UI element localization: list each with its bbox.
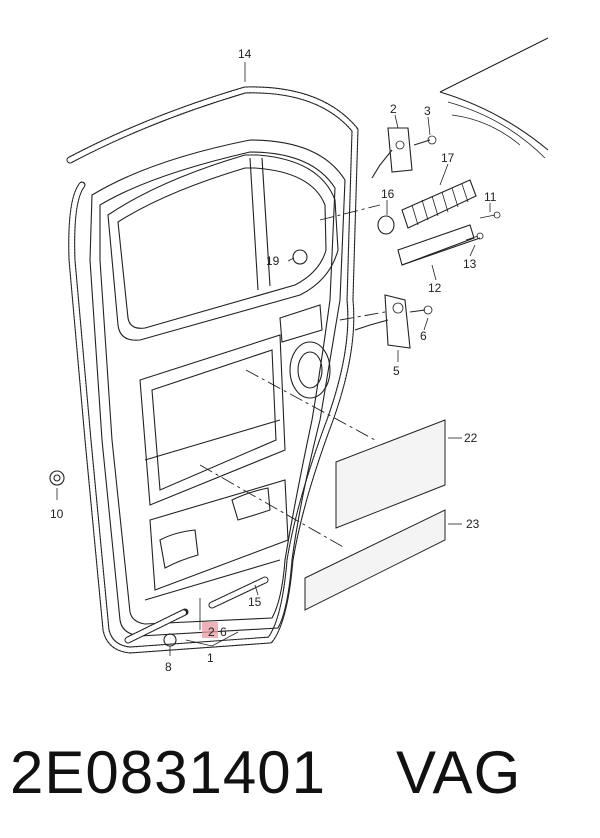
callout-3: 3	[424, 104, 431, 118]
part-number: 2E0831401	[10, 739, 326, 806]
callout-22: 22	[464, 431, 478, 445]
callout-12: 12	[428, 281, 442, 295]
door-seal-outer	[66, 86, 359, 654]
callout-11: 11	[484, 190, 497, 204]
door-frame	[89, 139, 346, 637]
callout-16: 16	[381, 187, 395, 201]
vehicle-body-outline	[439, 37, 549, 159]
callout-8: 8	[165, 660, 172, 674]
panel-22	[335, 419, 446, 529]
callout-6-lower: 6	[220, 625, 227, 639]
door-inner-panel	[139, 304, 331, 601]
leader-lines	[56, 62, 491, 656]
caption: 2E0831401 VAG	[10, 728, 600, 818]
door-check-strap	[377, 179, 501, 266]
upper-hinge	[371, 127, 437, 179]
lower-hinge	[354, 294, 433, 349]
callout-labels: 14 2 3 17 16 11 19 13 12 6 5 22 23 10 15…	[50, 47, 497, 674]
parts-diagram: 14 2 3 17 16 11 19 13 12 6 5 22 23 10 15…	[49, 37, 549, 674]
small-parts	[49, 249, 308, 647]
callout-1: 1	[207, 651, 214, 665]
panel-23	[304, 509, 446, 611]
callout-6: 6	[420, 329, 427, 343]
door-window	[107, 154, 339, 341]
guide-lines	[199, 204, 386, 549]
callout-14: 14	[238, 47, 252, 61]
callout-15: 15	[248, 595, 262, 609]
callout-2-lower: 2	[208, 625, 215, 639]
brand-name: VAG	[395, 739, 522, 806]
callout-10: 10	[50, 507, 64, 521]
insulation-panels	[304, 419, 446, 611]
highlight-marker	[202, 622, 218, 638]
callout-13: 13	[463, 257, 477, 271]
door-seal-lower-strip	[124, 576, 269, 644]
callout-5: 5	[393, 364, 400, 378]
callout-23: 23	[466, 517, 480, 531]
callout-2-upper: 2	[390, 102, 397, 116]
callout-17: 17	[441, 151, 455, 165]
callout-19: 19	[266, 254, 280, 268]
